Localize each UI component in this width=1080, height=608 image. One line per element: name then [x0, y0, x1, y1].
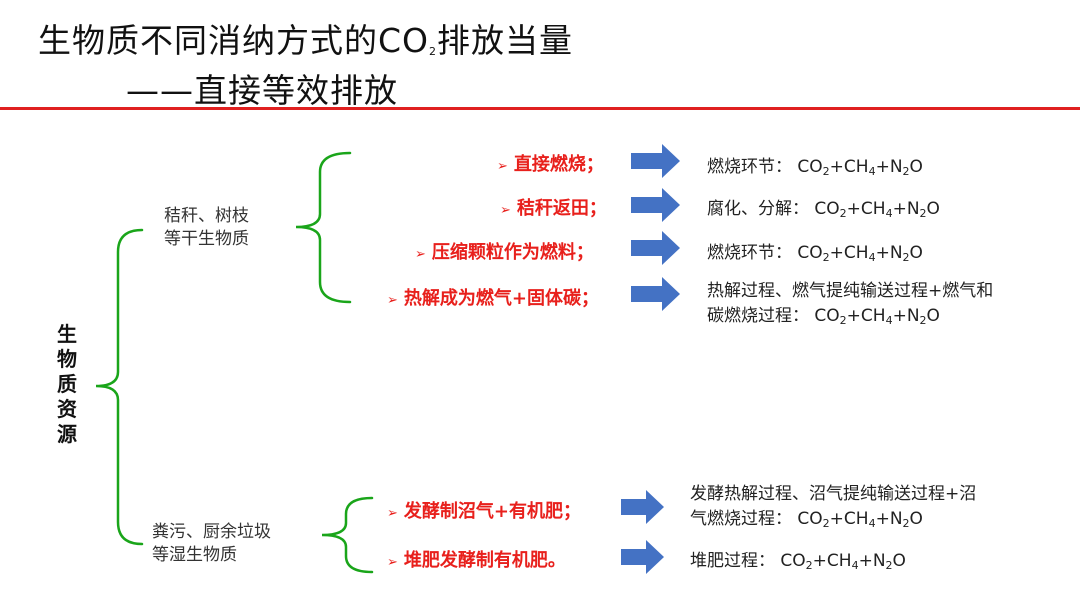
- formula: CO2+CH4+N2O: [814, 306, 940, 327]
- method-pyrolysis: ➢热解成为燃气+固体碳；: [387, 288, 599, 309]
- formula: CO2+CH4+N2O: [797, 243, 923, 264]
- page-subtitle: ——直接等效排放: [126, 71, 398, 110]
- dry-bracket: [295, 151, 352, 304]
- arrow-icon: [621, 540, 664, 574]
- arrow-icon: [631, 188, 680, 222]
- arrow-icon: [631, 231, 680, 265]
- description-pyrolysis: 热解过程、燃气提纯输送过程+燃气和 碳燃烧过程： CO2+CH4+N2O: [707, 281, 994, 327]
- bullet-arrow-icon: ➢: [497, 159, 508, 174]
- description-straw-return: 腐化、分解： CO2+CH4+N2O: [707, 199, 940, 220]
- bullet-arrow-icon: ➢: [500, 203, 511, 218]
- description-pellet-fuel: 燃烧环节： CO2+CH4+N2O: [707, 243, 923, 264]
- bullet-arrow-icon: ➢: [415, 247, 426, 262]
- root-label: 生物质资源: [57, 322, 77, 446]
- method-direct-combustion: ➢直接燃烧；: [497, 154, 604, 175]
- arrow-icon: [621, 490, 664, 524]
- root-bracket: [95, 228, 144, 546]
- arrow-icon: [631, 144, 680, 178]
- category-line: 等干生物质: [164, 229, 249, 249]
- page-title: 生物质不同消纳方式的CO2排放当量: [38, 21, 574, 60]
- method-biogas-fermentation: ➢发酵制沼气+有机肥；: [387, 501, 581, 522]
- formula: CO2+CH4+N2O: [797, 509, 923, 530]
- description-biogas-fermentation: 发酵热解过程、沼气提纯输送过程+沼 气燃烧过程： CO2+CH4+N2O: [690, 484, 977, 530]
- description-direct-combustion: 燃烧环节： CO2+CH4+N2O: [707, 157, 923, 178]
- formula: CO2+CH4+N2O: [797, 157, 923, 178]
- method-composting: ➢堆肥发酵制有机肥。: [387, 550, 566, 571]
- formula: CO2+CH4+N2O: [780, 551, 906, 572]
- formula: CO2+CH4+N2O: [814, 199, 940, 220]
- method-straw-return: ➢秸秆返田；: [500, 198, 607, 219]
- method-pellet-fuel: ➢压缩颗粒作为燃料；: [415, 242, 594, 263]
- bullet-arrow-icon: ➢: [387, 555, 398, 570]
- arrow-icon: [631, 277, 680, 311]
- category-wet-biomass: 粪污、厨余垃圾 等湿生物质: [152, 521, 271, 567]
- title-divider: [0, 107, 1080, 110]
- category-line: 等湿生物质: [152, 545, 237, 565]
- wet-bracket: [321, 496, 374, 574]
- category-dry-biomass: 秸秆、树枝 等干生物质: [164, 205, 249, 251]
- category-line: 秸秆、树枝: [164, 206, 249, 226]
- category-line: 粪污、厨余垃圾: [152, 522, 271, 542]
- bullet-arrow-icon: ➢: [387, 506, 398, 521]
- description-composting: 堆肥过程： CO2+CH4+N2O: [690, 551, 906, 572]
- bullet-arrow-icon: ➢: [387, 293, 398, 308]
